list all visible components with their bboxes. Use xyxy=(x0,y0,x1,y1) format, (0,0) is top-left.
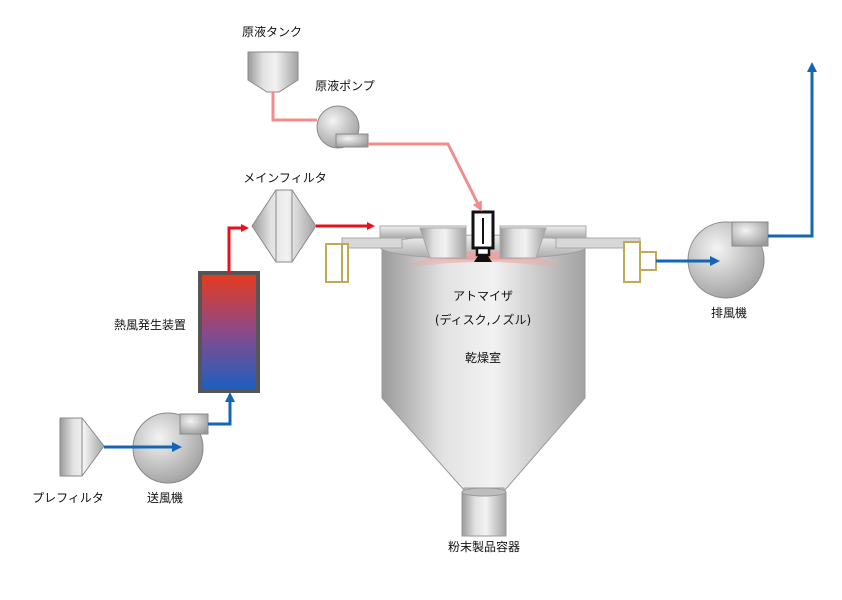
label-powder-container: 粉末製品容器 xyxy=(448,539,520,554)
label-atomizer-type: (ディスク,ノズル) xyxy=(435,312,531,327)
label-stock-tank: 原液タンク xyxy=(242,24,302,39)
drying-chamber xyxy=(379,234,587,497)
heater xyxy=(198,271,260,393)
label-atomizer: アトマイザ xyxy=(453,289,513,303)
label-feed-pump: 原液ポンプ xyxy=(315,78,375,93)
label-pre-filter: プレフィルタ xyxy=(32,491,104,505)
label-exhaust-blower: 排風機 xyxy=(711,305,747,320)
exhaust-blower xyxy=(687,221,769,299)
pre-filter xyxy=(59,417,105,477)
label-drying-chamber: 乾燥室 xyxy=(465,350,501,365)
cold-air-line xyxy=(104,392,235,452)
liquid-feed-line xyxy=(271,92,482,212)
label-heater: 熱風発生装置 xyxy=(114,318,186,332)
air-distributor xyxy=(341,225,641,259)
stock-tank xyxy=(247,51,299,93)
exhaust-line xyxy=(656,62,817,266)
label-main-filter: メインフィルタ xyxy=(243,171,326,185)
right-bracket xyxy=(623,241,657,283)
feed-pump xyxy=(316,105,369,149)
main-filter xyxy=(251,189,317,263)
powder-container xyxy=(461,487,507,537)
left-bracket xyxy=(325,243,349,283)
hot-air-line xyxy=(227,222,375,273)
atomizer-icon xyxy=(471,210,495,262)
label-supply-blower: 送風機 xyxy=(147,490,183,505)
